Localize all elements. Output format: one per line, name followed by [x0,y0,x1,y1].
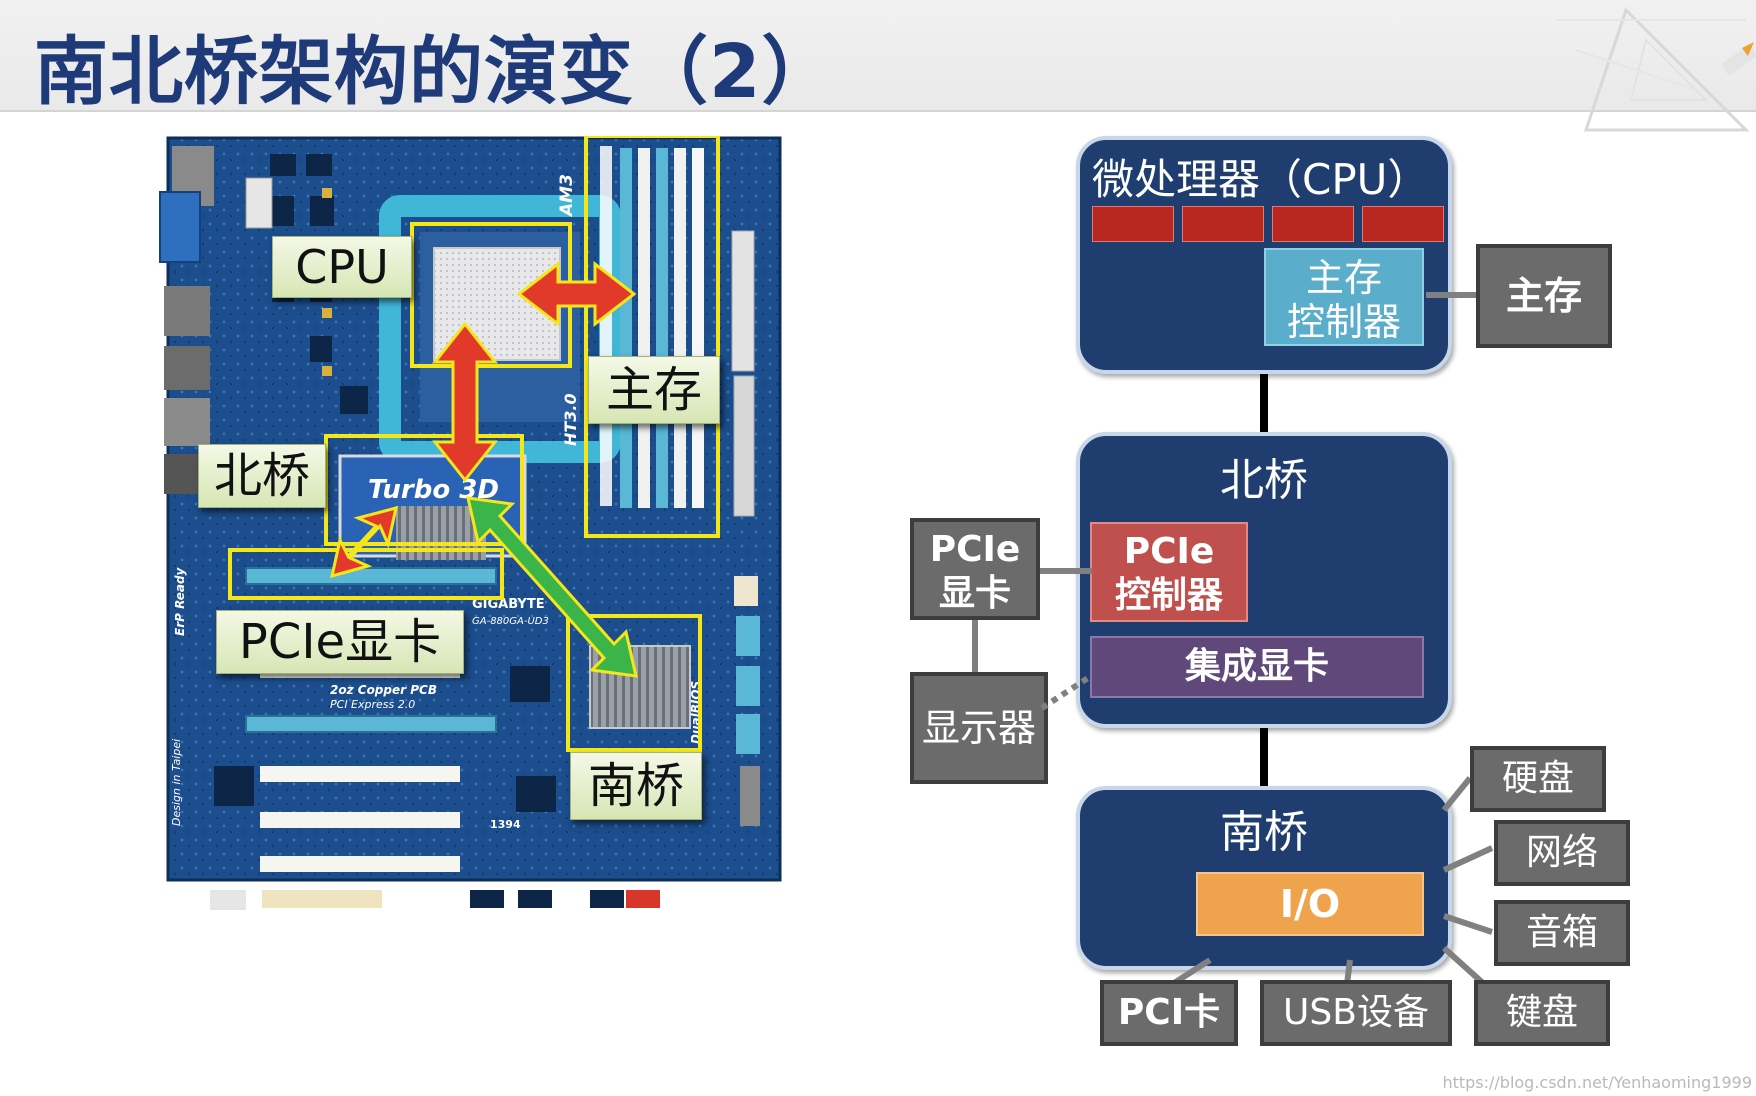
southbridge-title: 南桥 [1220,807,1308,858]
usb-device-box: USB设备 [1260,980,1452,1046]
memory-highlight [584,136,720,538]
pci-express-silk: PCI Express 2.0 [330,698,415,711]
pcie-controller-line2: 控制器 [1114,575,1223,616]
title-underline [0,110,1756,112]
southbridge-callout: 南桥 [570,752,702,820]
pcie-slot-highlight [228,548,504,600]
cpu-core-2 [1182,206,1264,242]
igpu-monitor-dotted-link [1040,675,1090,711]
am3-silk: AM3 [557,174,577,218]
slide-title: 南北桥架构的演变（2） [34,29,837,115]
memory-callout: 主存 [588,356,720,424]
memory-controller: 主存 控制器 [1264,248,1424,346]
ht30-silk: HT3.0 [561,393,580,446]
cpu-core-3 [1272,206,1354,242]
memory-controller-connector [1426,292,1478,298]
pcie-card-line1: PCIe [929,529,1021,570]
cpu-memory-arrow [516,260,637,328]
northbridge-southbridge-arrow [466,496,638,678]
southbridge-right-connectors [1441,776,1494,987]
northbridge-pcie-arrow [329,505,398,579]
pcie-controller-line1: PCIe [1123,531,1215,572]
southbridge-highlight [566,614,702,752]
cpu-northbridge-arrow [431,321,499,483]
northbridge-title: 北桥 [1220,455,1308,506]
integrated-graphics: 集成显卡 [1090,636,1424,698]
erp-ready-silk: ErP Ready [173,566,187,636]
model-silk: GA-880GA-UD3 [472,616,549,627]
cpu-block-title: 微处理器（CPU） [1092,155,1430,204]
motherboard-illustration: Turbo 3D AM3 HT3.0 GIGABYTE GA-88 [150,136,858,982]
io-controller: I/O [1196,872,1424,936]
cpu-core-1 [1092,206,1174,242]
watermark: https://blog.csdn.net/Yenhaoming1999 [1442,1073,1752,1092]
copper-pcb-silk: 2oz Copper PCB [330,683,437,697]
pcie-card-box: PCIe 显卡 [910,518,1040,620]
northbridge-highlight [324,434,524,546]
hdd-box: 硬盘 [1470,746,1606,812]
design-in-taipei-silk: Design in Taipei [170,739,183,826]
pcie-controller: PCIe 控制器 [1090,522,1248,622]
keyboard-box: 键盘 [1474,980,1610,1046]
ieee1394-silk: 1394 [490,818,521,831]
memory-controller-line2: 控制器 [1286,300,1401,344]
title-bar [0,0,1756,112]
cpu-core-4 [1362,206,1444,242]
pci-card-box: PCI卡 [1100,980,1238,1046]
cpu-callout: CPU [272,236,412,298]
network-box: 网络 [1494,820,1630,886]
pcie-card-connector [1040,568,1092,574]
pcie-card-callout: PCIe显卡 [216,610,464,674]
northbridge-callout: 北桥 [198,444,326,508]
cpu-northbridge-bus [1260,370,1268,432]
memory-controller-line1: 主存 [1305,256,1382,300]
drafting-tools-decoration [1556,7,1756,132]
motherboard-graphic: Turbo 3D AM3 HT3.0 GIGABYTE GA-88 [159,136,782,910]
main-memory-box: 主存 [1476,244,1612,348]
pcie-card-monitor-connector [972,620,978,674]
pcie-card-line2: 显卡 [938,573,1011,614]
speaker-box: 音箱 [1494,900,1630,966]
northbridge-southbridge-bus [1260,720,1268,788]
gigabyte-silk: GIGABYTE [472,597,545,612]
monitor-box: 显示器 [910,672,1048,784]
